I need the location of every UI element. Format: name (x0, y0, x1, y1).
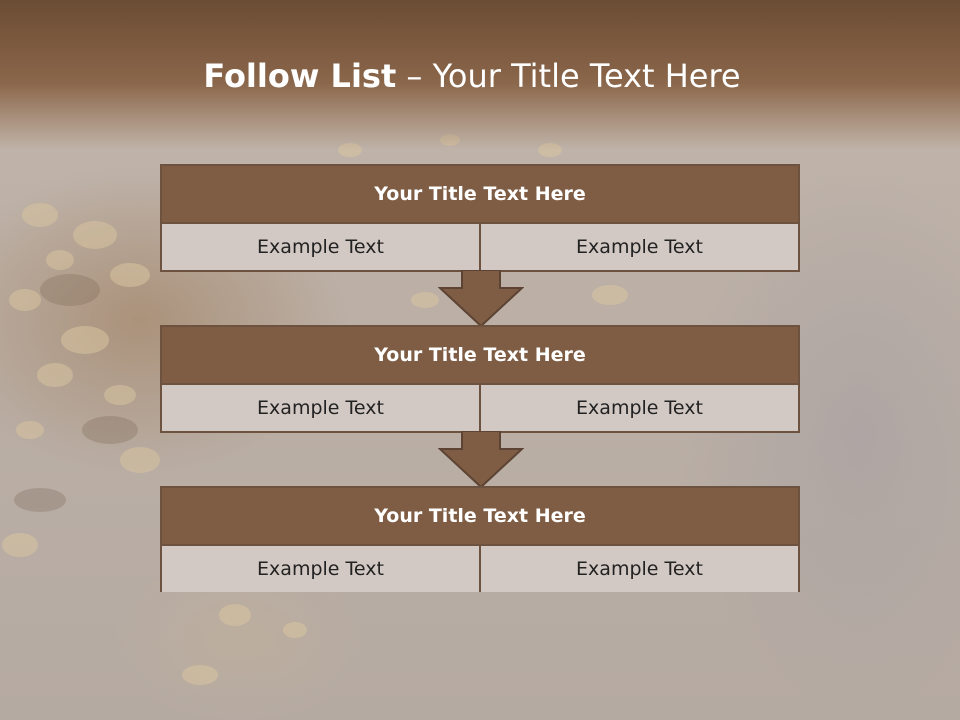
slide-title: Follow List – Your Title Text Here (0, 56, 944, 96)
down-arrow-icon (438, 270, 524, 328)
step-cell-right: Example Text (479, 224, 798, 270)
slide-title-rest: – Your Title Text Here (406, 57, 741, 95)
step-cell-left: Example Text (162, 546, 479, 592)
step-cell-left: Example Text (162, 224, 479, 270)
slide-title-strong: Follow List (203, 57, 397, 95)
step-cell-right: Example Text (479, 546, 798, 592)
step-title: Your Title Text Here (162, 166, 798, 224)
step-cell-right: Example Text (479, 385, 798, 431)
step-cell-left: Example Text (162, 385, 479, 431)
slide-header-band (0, 0, 960, 150)
step-box-3: Your Title Text Here Example Text Exampl… (160, 486, 800, 592)
step-title: Your Title Text Here (162, 327, 798, 385)
step-box-2: Your Title Text Here Example Text Exampl… (160, 325, 800, 433)
step-title: Your Title Text Here (162, 488, 798, 546)
down-arrow-icon (438, 431, 524, 489)
step-box-1: Your Title Text Here Example Text Exampl… (160, 164, 800, 272)
